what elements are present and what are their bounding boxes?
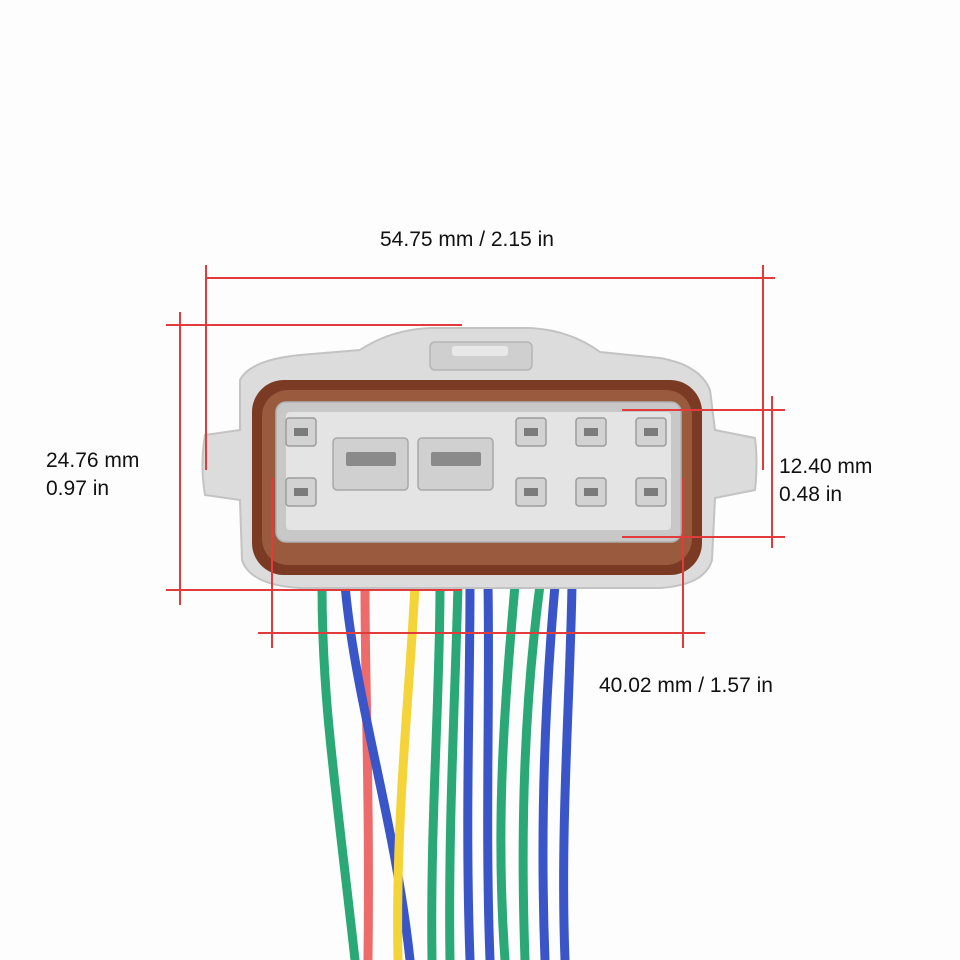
cavity-height-label: 12.40 mm 0.48 in bbox=[779, 453, 872, 509]
overall-height-mm: 24.76 mm bbox=[46, 449, 140, 472]
cavity-width-label: 40.02 mm / 1.57 in bbox=[599, 672, 773, 700]
wire-green-right1 bbox=[496, 580, 520, 960]
wire-bundle bbox=[317, 580, 577, 960]
wire-green-right2 bbox=[518, 580, 545, 960]
wire-blue-right1 bbox=[538, 580, 560, 960]
cavity-height-mm: 12.40 mm bbox=[779, 455, 873, 478]
wire-green-left bbox=[317, 580, 360, 960]
overall-height-label: 24.76 mm 0.97 in bbox=[46, 447, 139, 503]
connector-housing bbox=[201, 327, 758, 589]
wire-blue-left bbox=[340, 580, 415, 960]
wire-blue-right2 bbox=[559, 580, 577, 960]
dimension-lines bbox=[166, 265, 785, 648]
wire-red bbox=[360, 580, 373, 960]
overall-width-text: 54.75 mm / 2.15 in bbox=[380, 228, 554, 251]
overall-height-in: 0.97 in bbox=[46, 477, 110, 500]
cavity-height-in: 0.48 in bbox=[779, 483, 843, 506]
wire-yellow bbox=[393, 580, 420, 960]
overall-width-label: 54.75 mm / 2.15 in bbox=[380, 226, 554, 254]
wire-green-mid1 bbox=[427, 580, 445, 960]
cavity-width-text: 40.02 mm / 1.57 in bbox=[599, 674, 773, 697]
wire-blue-mid2 bbox=[483, 580, 495, 960]
wire-blue-mid1 bbox=[463, 580, 475, 960]
wire-green-mid2 bbox=[445, 580, 463, 960]
